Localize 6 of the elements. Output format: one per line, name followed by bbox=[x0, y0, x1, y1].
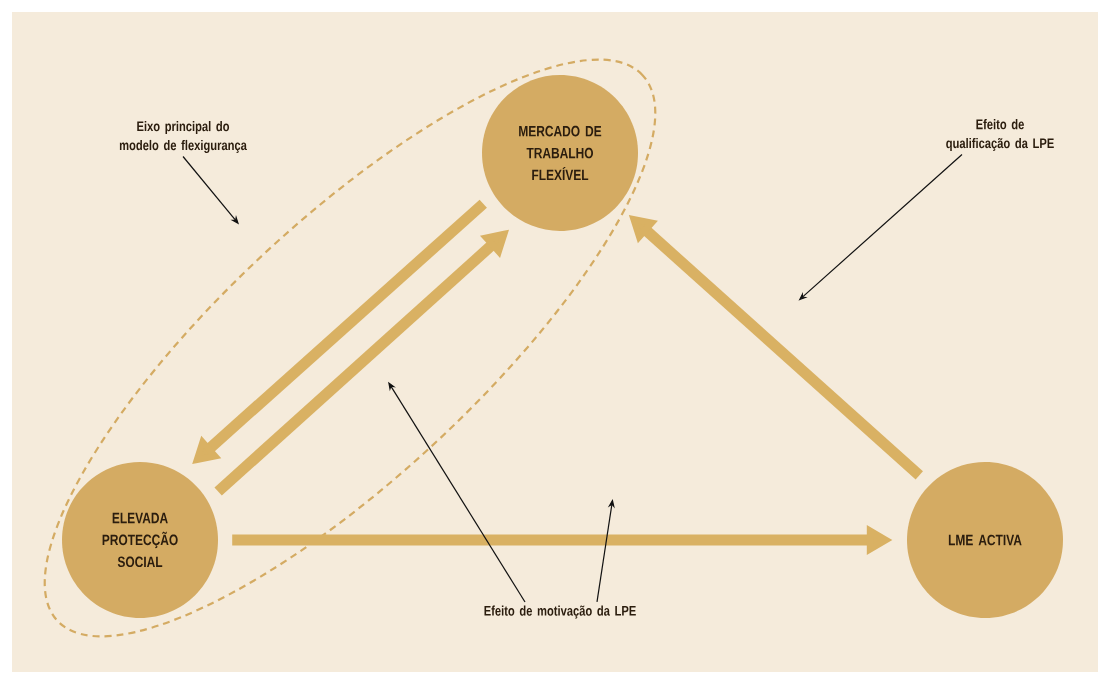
circle-node: MERCADO DE TRABALHO FLEXÍVEL bbox=[482, 75, 638, 231]
annotation-text: Eixo principal do modelo de flexigurança bbox=[119, 121, 247, 153]
annotation-text: Efeito de qualificação da LPE bbox=[946, 119, 1054, 151]
circle-node: LME ACTIVA bbox=[907, 462, 1063, 618]
annotation-text: Efeito de motivação da LPE bbox=[484, 605, 636, 619]
circle-node: ELEVADA PROTECÇÃO SOCIAL bbox=[62, 462, 218, 618]
